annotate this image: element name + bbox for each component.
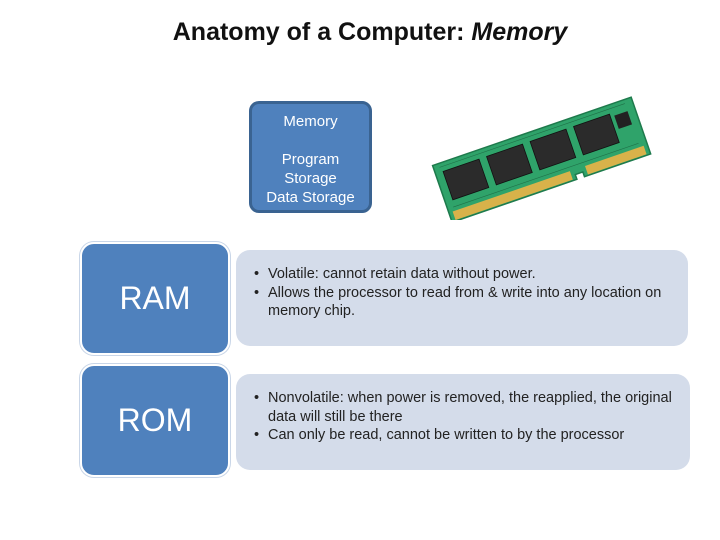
ram-label: RAM (80, 242, 230, 355)
memory-module-image (431, 96, 652, 220)
rom-label-text: ROM (117, 402, 193, 438)
memory-line-program: Program (281, 151, 340, 168)
ram-description: Volatile: cannot retain data without pow… (236, 250, 688, 346)
ram-bullet: Allows the processor to read from & writ… (254, 284, 670, 321)
title-italic-text: Memory (471, 18, 568, 46)
memory-line-data-storage: Data Storage (266, 189, 355, 206)
title-text: Anatomy of a Computer: (172, 18, 472, 46)
rom-bullet: Can only be read, cannot be written to b… (254, 426, 672, 445)
page-title: Anatomy of a Computer: Memory (0, 18, 720, 47)
rom-description: Nonvolatile: when power is removed, the … (236, 374, 690, 470)
memory-box-title: Memory (283, 113, 338, 130)
memory-box: Memory Program Storage Data Storage (249, 101, 372, 213)
memory-line-storage: Storage (284, 170, 337, 187)
ram-label-text: RAM (119, 280, 191, 316)
rom-bullet: Nonvolatile: when power is removed, the … (254, 389, 672, 426)
memory-box-lines: Program Storage Data Storage (252, 150, 369, 207)
rom-label: ROM (80, 364, 230, 477)
ram-bullet: Volatile: cannot retain data without pow… (254, 265, 670, 284)
